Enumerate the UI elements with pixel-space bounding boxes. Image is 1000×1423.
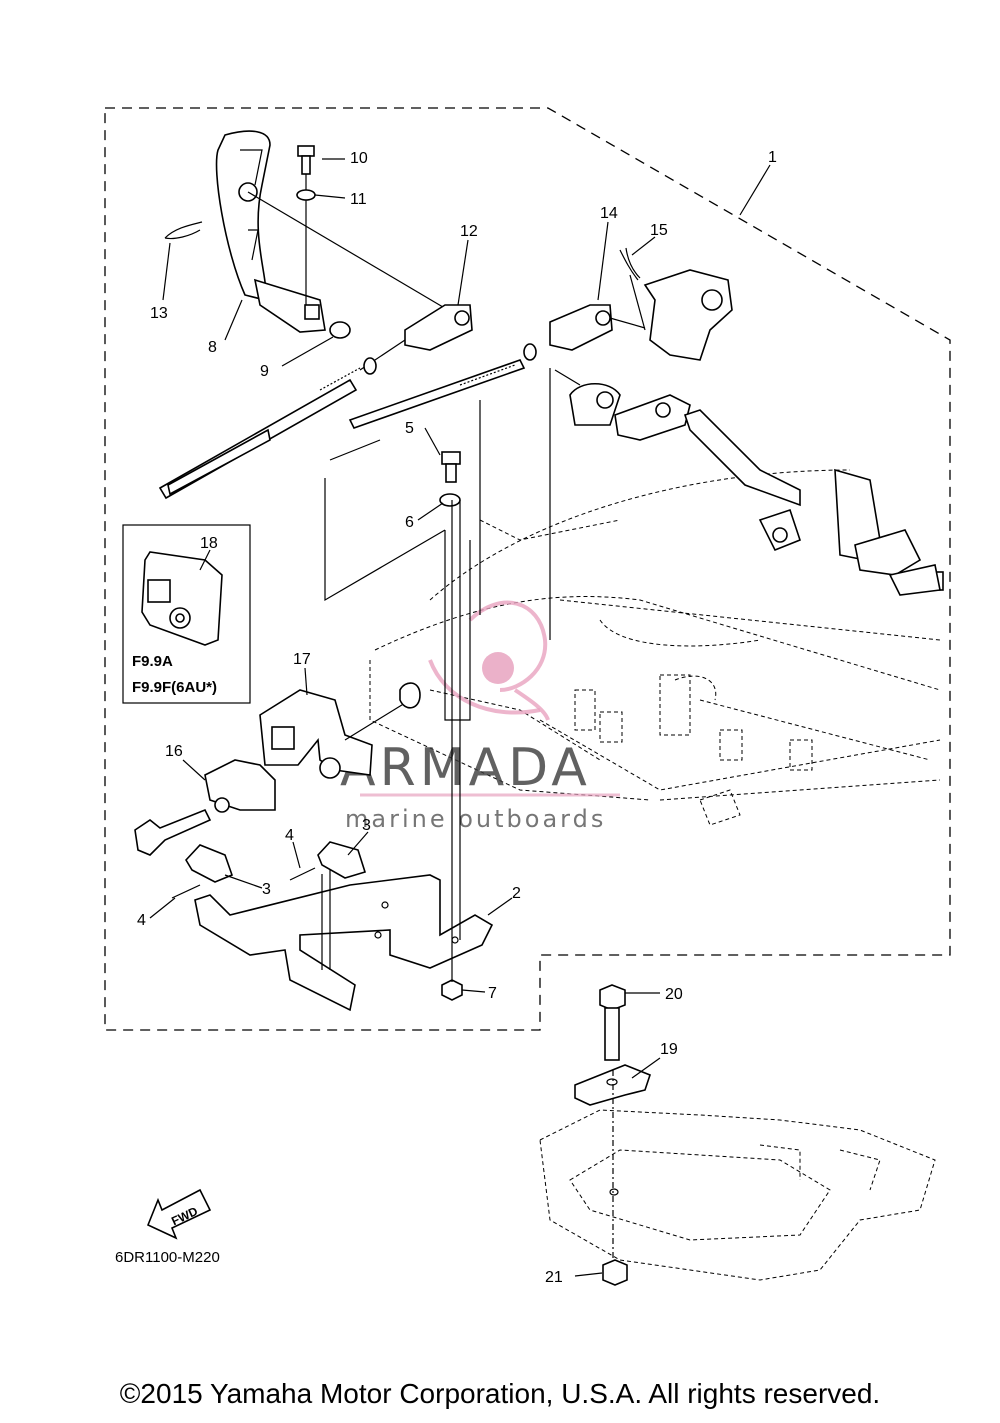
label-5: 5 <box>405 420 414 437</box>
label-6: 6 <box>405 514 414 531</box>
part-17-arm <box>259 682 421 779</box>
label-19: 19 <box>660 1041 678 1058</box>
part-20-bolt <box>599 984 626 1061</box>
diagram-code: 6DR1100-M220 <box>115 1249 220 1266</box>
fwd-arrow-icon: FWD <box>146 1188 212 1240</box>
part-2-plate <box>194 870 494 1012</box>
assembly-boundary <box>104 107 951 1031</box>
lower-mount-body <box>539 1109 936 1281</box>
part-8-lever <box>215 130 449 333</box>
part-labels: 1 2 3 3 4 4 5 6 7 8 9 10 11 12 13 14 15 … <box>137 149 777 1286</box>
part-5-bolt <box>441 451 461 483</box>
label-9: 9 <box>260 363 269 380</box>
watermark-brand: ARMADA <box>340 738 591 798</box>
label-20: 20 <box>665 986 683 1003</box>
label-10: 10 <box>350 150 368 167</box>
variant-box: F9.9A F9.9F(6AU*) <box>122 524 251 704</box>
label-8: 8 <box>208 339 217 356</box>
label-17: 17 <box>293 651 311 668</box>
label-1: 1 <box>768 149 777 166</box>
part-15-clip <box>619 247 646 331</box>
part-12-joint <box>359 304 473 375</box>
leader-lines <box>149 158 771 1277</box>
part-14-joint <box>549 304 646 351</box>
part-11-washer <box>296 189 316 201</box>
assembly-guide-lines <box>324 368 581 721</box>
shift-mechanism <box>569 269 944 596</box>
label-3a: 3 <box>262 881 271 898</box>
label-14: 14 <box>600 205 618 222</box>
part-7-nut <box>441 979 463 1001</box>
variant-label-2: F9.9F(6AU*) <box>132 679 217 696</box>
part-21-nut <box>602 1259 628 1286</box>
control-cables <box>158 343 537 500</box>
part-10-bolt <box>297 145 315 305</box>
label-18: 18 <box>200 535 218 552</box>
part-16-bracket <box>134 759 276 856</box>
label-21: 21 <box>545 1269 563 1286</box>
label-2: 2 <box>512 885 521 902</box>
label-7: 7 <box>488 985 497 1002</box>
part-3-clips <box>185 841 367 883</box>
part-13-clip <box>164 221 203 240</box>
variant-label-1: F9.9A <box>132 653 173 670</box>
watermark-tagline: marine outboards <box>345 805 606 833</box>
label-11: 11 <box>350 191 367 208</box>
label-3b: 3 <box>362 817 371 834</box>
part-6-washer <box>439 493 461 507</box>
label-12: 12 <box>460 223 478 240</box>
label-15: 15 <box>650 222 668 239</box>
watermark-logo: ARMADA marine outboards <box>340 600 620 833</box>
part-4-pins <box>171 867 316 899</box>
label-16: 16 <box>165 743 183 760</box>
label-13: 13 <box>150 305 168 322</box>
label-4b: 4 <box>137 912 146 929</box>
copyright-notice: ©2015 Yamaha Motor Corporation, U.S.A. A… <box>119 1378 881 1409</box>
label-4a: 4 <box>285 827 294 844</box>
part-9-oring <box>329 321 351 339</box>
